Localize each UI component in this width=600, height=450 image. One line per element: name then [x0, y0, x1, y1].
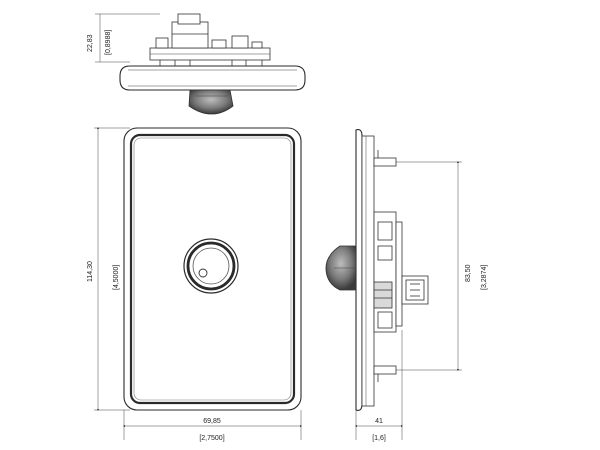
- top-housing: [171, 21, 209, 49]
- front-plate-inner-2: [133, 137, 292, 401]
- top-component-small: [251, 41, 263, 49]
- side-component-2: [377, 245, 393, 261]
- front-width-mm-label: 69,85: [203, 418, 221, 425]
- top-height-mm-label: 22,83: [87, 34, 94, 52]
- side-depth-in-label: [1,6]: [372, 435, 386, 442]
- top-component-left: [155, 37, 169, 49]
- side-pcb: [395, 221, 403, 327]
- front-knob-face: [192, 247, 230, 285]
- front-view: 114,30 [4,5000] 69,85 [2,7500]: [87, 127, 302, 442]
- side-plate-edge: [355, 129, 363, 411]
- top-component-right: [231, 35, 249, 49]
- top-view: 22,83 [0,8988]: [87, 13, 306, 115]
- side-component-3: [377, 311, 393, 329]
- front-plate-inner: [129, 133, 296, 405]
- top-height-in-label: [0,8988]: [105, 30, 112, 55]
- front-knob-indicator: [198, 268, 208, 278]
- side-height-mm-label: 83,50: [465, 264, 472, 282]
- front-width-in-label: [2,7500]: [199, 435, 224, 442]
- side-component-1: [377, 221, 393, 241]
- side-post-upper: [373, 157, 397, 167]
- front-height-mm-label: 114,30: [87, 261, 94, 282]
- side-height-in-label: [3,2874]: [481, 265, 488, 290]
- top-connector: [177, 13, 201, 25]
- side-switch-block: [373, 281, 393, 309]
- side-plate-body: [361, 135, 375, 407]
- top-plate-outline: [119, 65, 306, 91]
- front-height-in-label: [4,5000]: [113, 265, 120, 290]
- side-post-lower: [373, 365, 397, 375]
- side-view: 83,50 [3,2874] 41 [1,6]: [325, 129, 488, 442]
- side-depth-mm-label: 41: [375, 418, 383, 425]
- top-knob: [188, 89, 234, 115]
- front-knob-ring: [186, 241, 236, 291]
- top-component-mid: [211, 39, 227, 49]
